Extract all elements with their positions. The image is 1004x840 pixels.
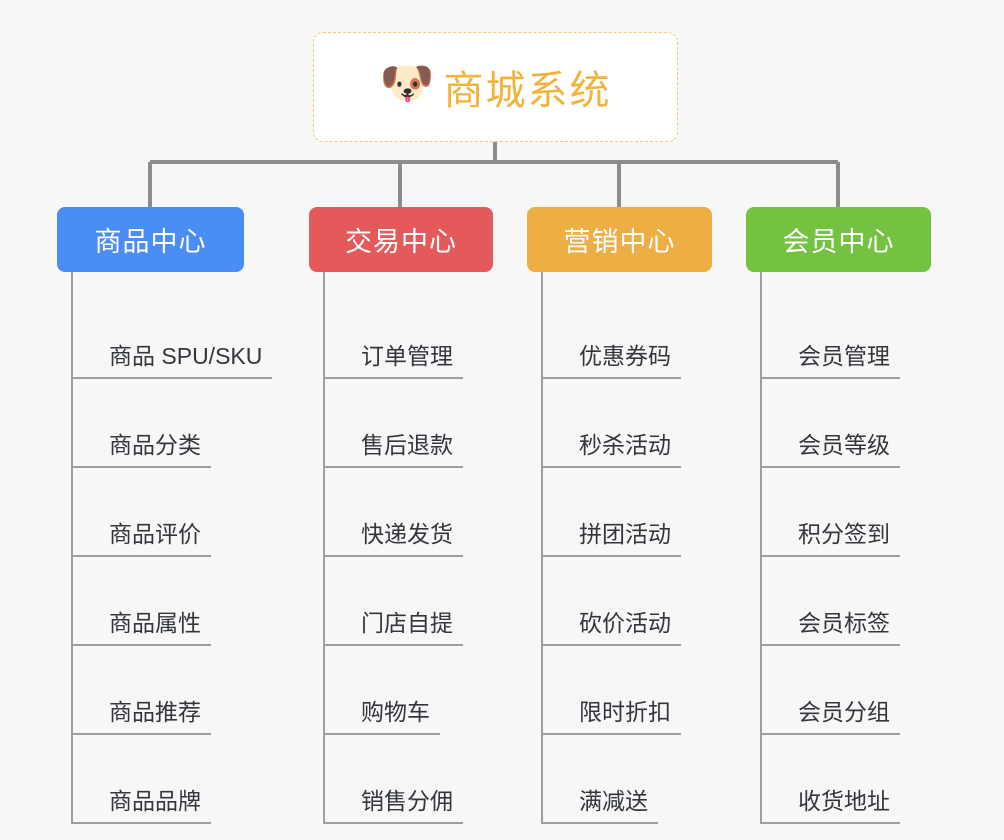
leaf-label: 积分签到 [760, 515, 900, 557]
leaf-list-marketing-center: 优惠券码 秒杀活动 拼团活动 砍价活动 限时折扣 满减送 [541, 272, 712, 824]
leaf-label: 商品推荐 [71, 693, 211, 735]
leaf-label: 售后退款 [323, 426, 463, 468]
leaf-label: 会员管理 [760, 337, 900, 379]
leaf-item[interactable]: 收货地址 [760, 735, 931, 824]
category-label-marketing-center: 营销中心 [563, 227, 676, 257]
leaf-item[interactable]: 满减送 [541, 735, 712, 824]
leaf-item[interactable]: 会员分组 [760, 646, 931, 735]
leaf-item[interactable]: 会员管理 [760, 290, 931, 379]
leaf-label: 秒杀活动 [541, 426, 681, 468]
leaf-label: 订单管理 [323, 337, 463, 379]
leaf-item[interactable]: 商品品牌 [71, 735, 244, 824]
leaf-item[interactable]: 积分签到 [760, 468, 931, 557]
category-label-trade-center: 交易中心 [345, 227, 457, 257]
leaf-item[interactable]: 门店自提 [323, 557, 493, 646]
leaf-label: 砍价活动 [541, 604, 681, 646]
leaf-label: 门店自提 [323, 604, 463, 646]
category-label-member-center: 会员中心 [782, 227, 895, 257]
column-marketing-center: 营销中心 优惠券码 秒杀活动 拼团活动 砍价活动 限时折扣 满减送 [527, 207, 712, 824]
leaf-label: 会员等级 [760, 426, 900, 468]
leaf-label: 收货地址 [760, 782, 900, 824]
shiba-dog-face-icon: 🐶 [379, 59, 435, 108]
leaf-list-product-center: 商品 SPU/SKU 商品分类 商品评价 商品属性 商品推荐 商品品牌 [71, 272, 273, 824]
leaf-label: 满减送 [541, 782, 658, 824]
leaf-label: 销售分佣 [323, 782, 463, 824]
leaf-label: 商品属性 [71, 604, 211, 646]
column-product-center: 商品中心 商品 SPU/SKU 商品分类 商品评价 商品属性 商品推荐 商品品牌 [57, 207, 273, 824]
root-title: 商城系统 [443, 69, 612, 113]
leaf-item[interactable]: 限时折扣 [541, 646, 712, 735]
leaf-label: 会员分组 [760, 693, 900, 735]
category-box-trade-center[interactable]: 交易中心 [309, 207, 493, 272]
leaf-item[interactable]: 售后退款 [323, 379, 493, 468]
column-member-center: 会员中心 会员管理 会员等级 积分签到 会员标签 会员分组 收货地址 [746, 207, 931, 824]
leaf-label: 优惠券码 [541, 337, 681, 379]
leaf-label: 商品分类 [71, 426, 211, 468]
leaf-item[interactable]: 商品分类 [71, 379, 244, 468]
leaf-item[interactable]: 砍价活动 [541, 557, 712, 646]
leaf-item[interactable]: 销售分佣 [323, 735, 493, 824]
category-box-member-center[interactable]: 会员中心 [746, 207, 931, 272]
leaf-label: 拼团活动 [541, 515, 681, 557]
root-node[interactable]: 🐶 商城系统 [313, 32, 678, 142]
leaf-item[interactable]: 商品评价 [71, 468, 244, 557]
leaf-label: 商品品牌 [71, 782, 211, 824]
leaf-item[interactable]: 快递发货 [323, 468, 493, 557]
leaf-item[interactable]: 会员标签 [760, 557, 931, 646]
leaf-item[interactable]: 商品 SPU/SKU [71, 290, 273, 379]
leaf-item[interactable]: 购物车 [323, 646, 493, 735]
category-label-product-center: 商品中心 [94, 227, 207, 257]
leaf-item[interactable]: 会员等级 [760, 379, 931, 468]
leaf-label: 限时折扣 [541, 693, 681, 735]
leaf-list-trade-center: 订单管理 售后退款 快递发货 门店自提 购物车 销售分佣 [323, 272, 493, 824]
leaf-item[interactable]: 商品属性 [71, 557, 244, 646]
leaf-label: 购物车 [323, 693, 440, 735]
leaf-label: 商品评价 [71, 515, 211, 557]
leaf-item[interactable]: 订单管理 [323, 290, 493, 379]
leaf-item[interactable]: 拼团活动 [541, 468, 712, 557]
column-trade-center: 交易中心 订单管理 售后退款 快递发货 门店自提 购物车 销售分佣 [309, 207, 493, 824]
leaf-label: 快递发货 [323, 515, 463, 557]
leaf-label: 商品 SPU/SKU [71, 337, 273, 379]
leaf-item[interactable]: 秒杀活动 [541, 379, 712, 468]
category-box-marketing-center[interactable]: 营销中心 [527, 207, 712, 272]
leaf-label: 会员标签 [760, 604, 900, 646]
category-box-product-center[interactable]: 商品中心 [57, 207, 244, 272]
leaf-item[interactable]: 商品推荐 [71, 646, 244, 735]
leaf-item[interactable]: 优惠券码 [541, 290, 712, 379]
leaf-list-member-center: 会员管理 会员等级 积分签到 会员标签 会员分组 收货地址 [760, 272, 931, 824]
